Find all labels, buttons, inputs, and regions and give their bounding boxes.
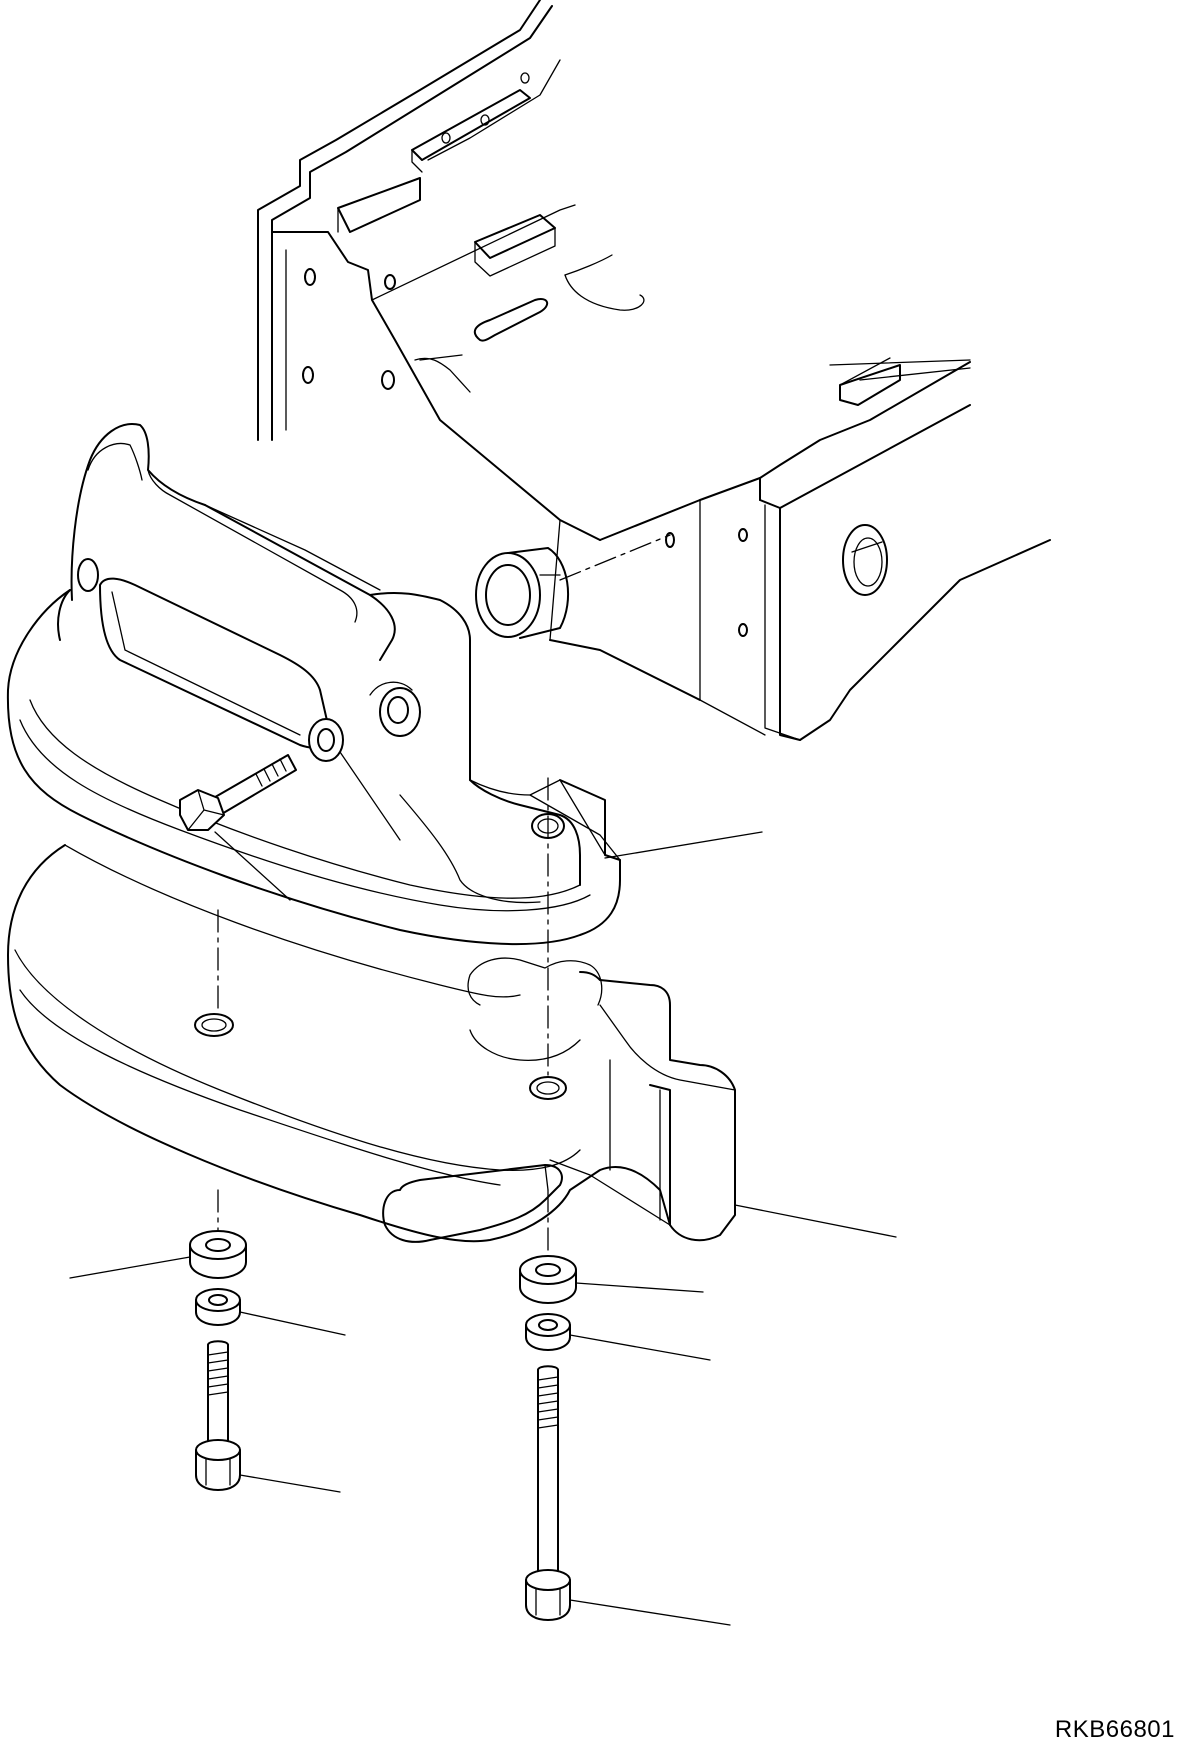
leader-left-spring-washer <box>239 1311 346 1336</box>
leader-left-bolt <box>239 1474 341 1493</box>
leader-right-spring-washer <box>569 1334 711 1361</box>
drawing-id-label: RKB66801 <box>1054 1716 1175 1743</box>
upper-counterweight <box>6 423 621 946</box>
leader-washer <box>339 751 401 841</box>
leader-upper-weight <box>604 831 763 859</box>
right-fastener-stack <box>519 1255 577 1621</box>
leader-right-bolt <box>569 1599 731 1626</box>
leader-lines <box>69 751 897 1626</box>
main-frame <box>257 0 1051 741</box>
side-bolt-assembly <box>179 718 344 831</box>
leader-side-bolt <box>214 831 291 901</box>
lower-counterweight <box>7 844 736 1243</box>
left-fastener-stack <box>189 1230 247 1491</box>
leader-right-washer <box>575 1282 704 1293</box>
leader-lower-weight <box>734 1204 897 1238</box>
leader-left-washer <box>69 1256 191 1279</box>
